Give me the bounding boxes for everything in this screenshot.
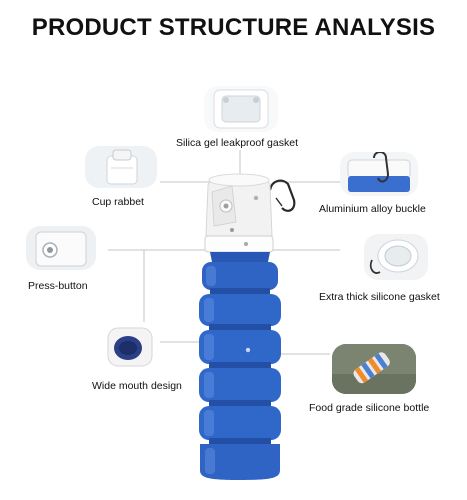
thumb-cup-rabbet	[85, 146, 157, 188]
thumb-food-grade	[332, 344, 416, 394]
main-carabiner	[268, 179, 296, 212]
label-cup-rabbet: Cup rabbet	[92, 196, 144, 208]
thumb-wide-mouth	[100, 322, 160, 370]
label-food-grade: Food grade silicone bottle	[309, 402, 430, 414]
label-aluminium-buckle: Aluminium alloy buckle	[319, 203, 426, 215]
thumb-silicone-gasket	[364, 234, 428, 280]
page-title: PRODUCT STRUCTURE ANALYSIS	[31, 14, 436, 41]
thumb-aluminium-buckle	[340, 152, 418, 196]
thumb-silica-gasket	[204, 86, 278, 132]
thumb-press-button	[26, 226, 96, 270]
bottle-body	[199, 252, 281, 480]
label-wide-mouth: Wide mouth design	[92, 380, 182, 392]
bottle-cap	[204, 173, 274, 253]
label-press-button: Press-button	[28, 280, 88, 292]
label-silicone-gasket: Extra thick silicone gasket	[319, 291, 440, 303]
label-silica-gasket: Silica gel leakproof gasket	[176, 137, 298, 149]
